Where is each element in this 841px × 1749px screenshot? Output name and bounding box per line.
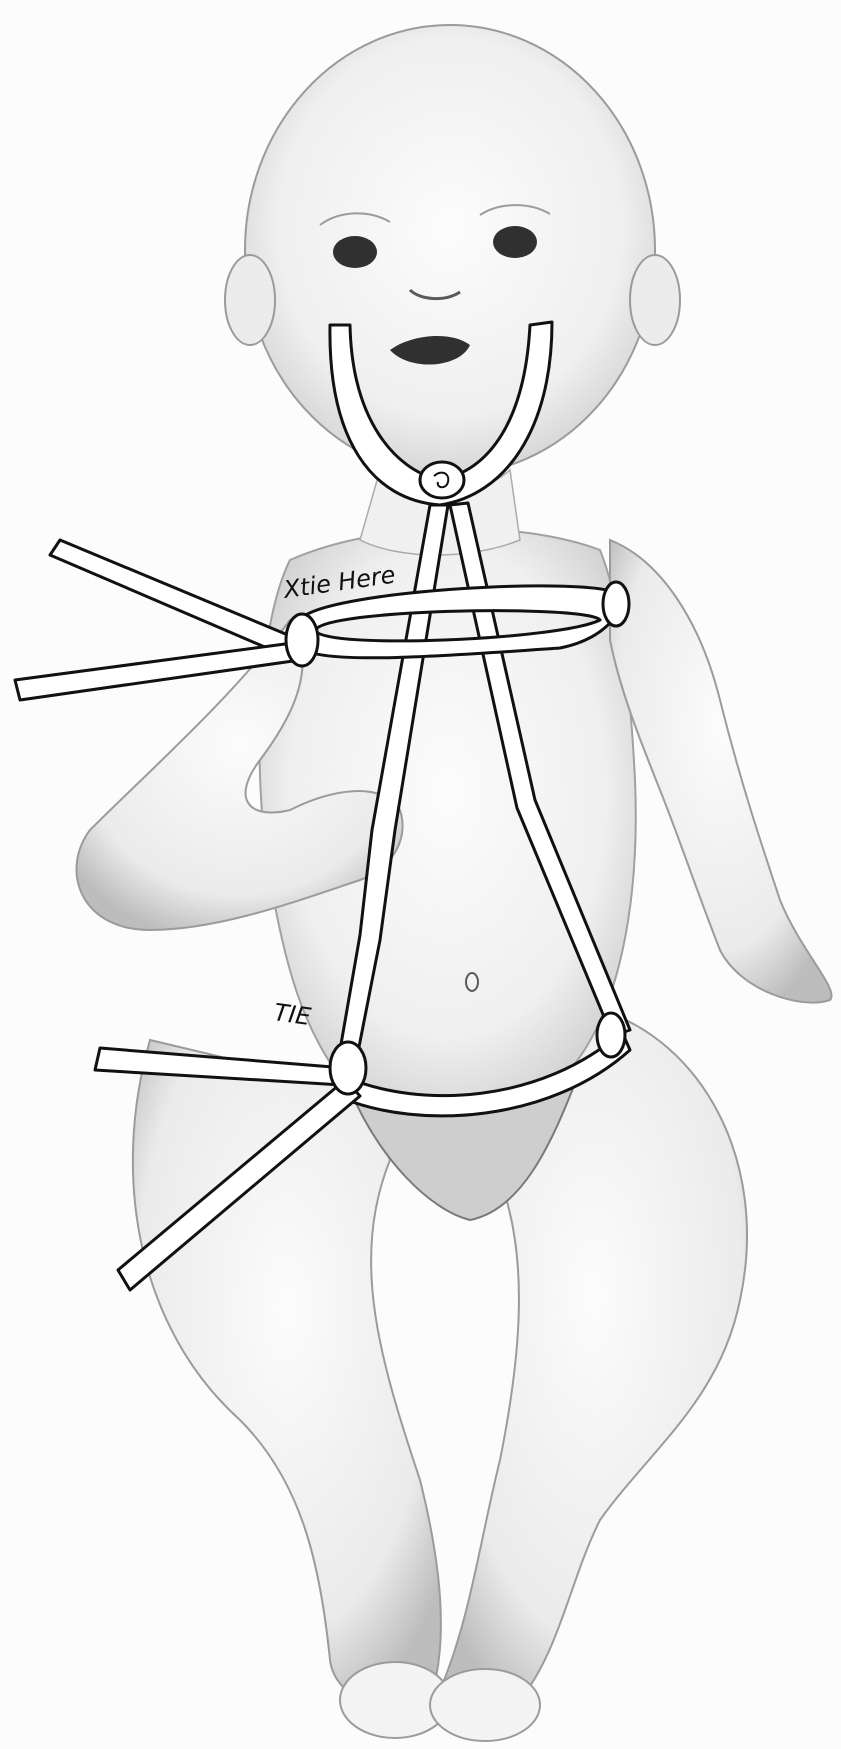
annotation-tie: TIE (272, 998, 313, 1031)
hip-tie-knot (330, 1042, 366, 1094)
hip-loop-knot (597, 1013, 625, 1057)
chin-knot (420, 462, 464, 498)
chest-tie-knot (286, 614, 318, 666)
shoulder-loop-knot (603, 582, 629, 626)
